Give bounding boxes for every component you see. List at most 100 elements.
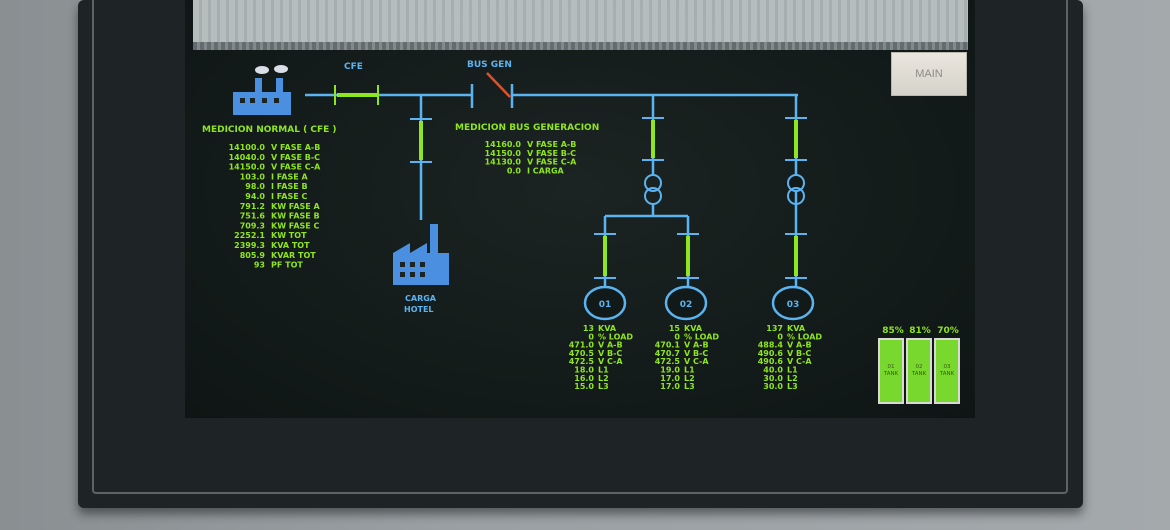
bus-gen-section-title: MEDICION BUS GENERACION [455, 123, 599, 133]
cfe-value: 14150.0 [229, 163, 266, 172]
tank-03-percent: 70% [937, 326, 959, 336]
bezel-trim [92, 0, 1068, 494]
hmi-screen [185, 0, 975, 418]
cfe-label-text: KW FASE A [271, 202, 321, 211]
generator-01-vca-value: 472.5 [569, 357, 595, 366]
generator-02[interactable]: 02 [664, 285, 708, 321]
tank-03[interactable]: 03 TANK [934, 338, 960, 404]
bus-gen-value: 14160.0 [485, 140, 522, 149]
tank-02[interactable]: 02 TANK [906, 338, 932, 404]
generator-02-id: 02 [680, 300, 693, 310]
cfe-label-text: I FASE A [271, 172, 309, 181]
generator-03-id: 03 [787, 300, 800, 310]
generator-02-vbc-label: V B-C [684, 349, 708, 358]
generator-02-kva-value: 15 [669, 324, 681, 333]
bus-gen-label: BUS GEN [467, 60, 512, 70]
bus-gen-value: 14130.0 [485, 158, 522, 167]
main-button[interactable]: MAIN [891, 52, 967, 96]
cfe-feeder-line [305, 84, 474, 108]
cfe-label-text: V FASE C-A [271, 163, 321, 172]
generator-02-l1-value: 19.0 [660, 366, 680, 375]
generator-01-vab-value: 471.0 [569, 341, 595, 350]
hotel-load-icon [393, 224, 449, 285]
generator-03-l1-label: L1 [787, 366, 798, 375]
generator-01-vab-label: V A-B [598, 341, 623, 350]
cfe-value: 805.9 [240, 251, 266, 260]
camera-view-strip [193, 0, 968, 50]
cfe-value: 14100.0 [229, 143, 266, 152]
open-breaker-switch [486, 72, 511, 98]
tank-02-number: 02 [915, 363, 923, 370]
cfe-label-text: KVA TOT [271, 241, 310, 250]
transformer-a-icon [644, 174, 662, 192]
generator-03[interactable]: 03 [771, 285, 815, 321]
generator-02-load-value: 0 [674, 332, 680, 341]
bus-gen-label-text: V FASE A-B [527, 140, 576, 149]
generator-03-l2-value: 30.0 [763, 374, 783, 383]
generator-01-id: 01 [599, 300, 612, 310]
tank-03-label: TANK [939, 371, 955, 377]
generator-03-vca-label: V C-A [787, 357, 812, 366]
bus-gen-label-text: I CARGA [527, 166, 565, 175]
generator-03-vca-value: 490.6 [758, 357, 784, 366]
cfe-label-text: I FASE C [271, 192, 308, 201]
generator-03-load-value: 0 [777, 332, 783, 341]
cfe-section-title: MEDICION NORMAL ( CFE ) [202, 125, 337, 135]
generator-01-kva-label: KVA [598, 324, 617, 333]
generator-01-l1-label: L1 [598, 366, 609, 375]
generator-02-vca-label: V C-A [684, 357, 709, 366]
utility-factory-icon [233, 65, 291, 115]
load-label-line2: HOTEL [404, 305, 434, 314]
generator-03-vab-label: V A-B [787, 341, 812, 350]
generator-02-vbc-value: 470.7 [655, 349, 680, 358]
cfe-label: CFE [344, 62, 363, 72]
cfe-value: 14040.0 [229, 153, 266, 162]
cfe-label-text: I FASE B [271, 182, 308, 191]
cfe-label-text: KW TOT [271, 231, 307, 240]
generator-branch-a [594, 95, 699, 288]
tank-03-number: 03 [943, 363, 951, 370]
bus-gen-measurement-table: 14160.0 V FASE A-B 14150.0 V FASE B-C 14130.… [485, 140, 578, 175]
generator-01-l2-label: L2 [598, 374, 609, 383]
generator-01-load-label: % LOAD [598, 332, 633, 341]
tank-02-percent: 81% [909, 326, 931, 336]
cfe-value: 103.0 [240, 172, 266, 181]
bus-gen-label-text: V FASE C-A [527, 158, 577, 167]
generator-03-vbc-label: V B-C [787, 349, 811, 358]
generator-02-vab-label: V A-B [684, 341, 709, 350]
cfe-value: 2252.1 [234, 231, 265, 240]
generator-01-load-value: 0 [588, 332, 594, 341]
cfe-value: 94.0 [245, 192, 265, 201]
generator-01[interactable]: 01 [583, 285, 627, 321]
cfe-label-text: PF TOT [271, 261, 303, 270]
bus-gen-value: 14150.0 [485, 149, 522, 158]
generator-03-l3-label: L3 [787, 382, 798, 391]
generator-02-vca-value: 472.5 [655, 357, 681, 366]
generator-03-l2-label: L2 [787, 374, 798, 383]
generator-03-kva-label: KVA [787, 324, 806, 333]
tank-01[interactable]: 01 TANK [878, 338, 904, 404]
generator-01-kva-value: 13 [583, 324, 594, 333]
generator-03-kva-value: 137 [766, 324, 783, 333]
generator-01-l3-label: L3 [598, 382, 609, 391]
tank-01-label: TANK [883, 371, 899, 377]
generator-02-l1-label: L1 [684, 366, 695, 375]
bus-gen-label-text: V FASE B-C [527, 149, 576, 158]
generator-03-l3-value: 30.0 [763, 382, 783, 391]
cfe-value: 751.6 [240, 212, 266, 221]
cfe-value: 791.2 [240, 202, 265, 211]
generator-01-l1-value: 18.0 [574, 366, 594, 375]
generator-03-l1-value: 40.0 [763, 366, 783, 375]
generator-02-vab-value: 470.1 [655, 341, 681, 350]
transformer-b-icon [787, 174, 805, 192]
cfe-label-text: V FASE B-C [271, 153, 320, 162]
generator-01-l3-value: 15.0 [574, 382, 594, 391]
cfe-value: 98.0 [245, 182, 265, 191]
generator-01-vbc-value: 470.5 [569, 349, 595, 358]
generator-02-l2-label: L2 [684, 374, 695, 383]
bus-gen-value: 0.0 [507, 166, 522, 175]
generator-02-l3-label: L3 [684, 382, 695, 391]
cfe-value: 93 [254, 261, 265, 270]
